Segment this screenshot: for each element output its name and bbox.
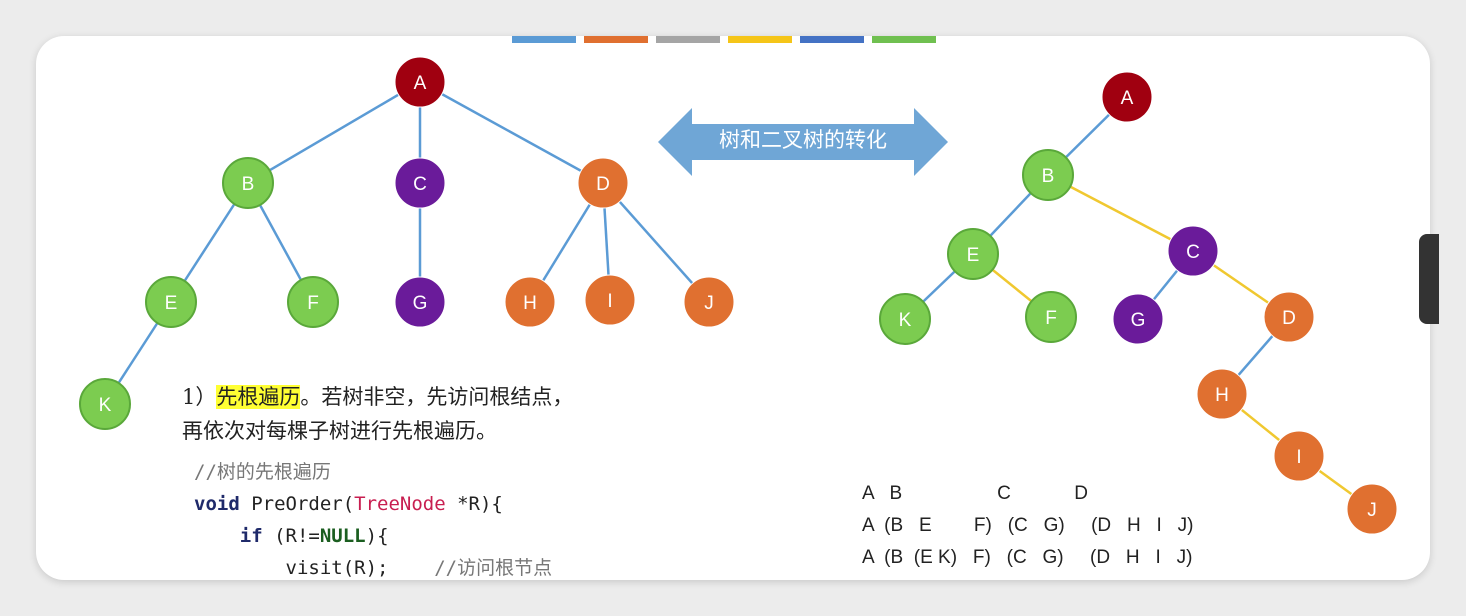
tree-node-label: F bbox=[307, 293, 319, 314]
tree-node bbox=[584, 274, 636, 326]
kw-if: if bbox=[239, 525, 263, 547]
color-bar-segment bbox=[584, 36, 648, 43]
visit-call: visit(R); bbox=[285, 557, 389, 579]
tree-node-label: K bbox=[99, 395, 112, 416]
item-number: 1） bbox=[182, 385, 217, 409]
sequence-lines: A B C D A (B E F) (C G) (D H I J) A (B (… bbox=[862, 478, 1193, 574]
binary-tree-node bbox=[1112, 293, 1164, 345]
binary-tree-node-label: A bbox=[1121, 88, 1134, 109]
binary-tree-node-label: D bbox=[1282, 308, 1296, 329]
tree-node-label: B bbox=[242, 174, 255, 195]
binary-tree-edge bbox=[1047, 173, 1194, 253]
code-comment-visit: //访问根节点 bbox=[434, 557, 553, 579]
highlight-preorder: 先根遍历 bbox=[216, 385, 301, 409]
tree-node-label: J bbox=[704, 293, 714, 314]
binary-tree-node-label: B bbox=[1042, 166, 1055, 187]
tree-edge bbox=[419, 80, 604, 185]
binary-tree-node-label: I bbox=[1296, 447, 1301, 468]
binary-tree-node bbox=[1273, 430, 1325, 482]
tree-node bbox=[394, 56, 446, 108]
tree-node-label: A bbox=[414, 73, 427, 94]
binary-tree-node-label: C bbox=[1186, 242, 1200, 263]
code-line-visit: visit(R); //访问根节点 bbox=[194, 552, 553, 584]
tree-node bbox=[394, 276, 446, 328]
type-name: TreeNode bbox=[354, 493, 446, 515]
binary-tree-node bbox=[1101, 71, 1153, 123]
tree-node-label: G bbox=[413, 293, 428, 314]
code-line-if: if (R!=NULL){ bbox=[194, 520, 552, 552]
params: *R){ bbox=[445, 493, 503, 515]
binary-tree-node-label: E bbox=[967, 245, 980, 266]
color-bar-segment bbox=[800, 36, 864, 43]
double-arrow-icon bbox=[658, 108, 948, 176]
cond-end: ){ bbox=[365, 525, 389, 547]
tree-edge bbox=[602, 182, 710, 303]
binary-tree-node bbox=[1167, 225, 1219, 277]
tree-node bbox=[222, 157, 274, 209]
color-bar-segment bbox=[872, 36, 936, 43]
tree-node bbox=[287, 276, 339, 328]
kw-void: void bbox=[194, 493, 240, 515]
binary-tree-node-label: G bbox=[1131, 310, 1146, 331]
desc-line1: 。若树非空，先访问根结点， bbox=[300, 385, 574, 409]
code-line-signature: void PreOrder(TreeNode *R){ bbox=[194, 488, 552, 520]
preorder-description: 1）先根遍历。若树非空，先访问根结点， 再依次对每棵子树进行先根遍历。 bbox=[182, 380, 573, 448]
color-bar-segment bbox=[656, 36, 720, 43]
fn-name: PreOrder( bbox=[239, 493, 355, 515]
binary-tree-node bbox=[947, 228, 999, 280]
sequence-line: A (B E F) (C G) (D H I J) bbox=[862, 515, 1194, 536]
binary-tree-node bbox=[879, 293, 931, 345]
tree-node-label: I bbox=[607, 291, 612, 312]
code-block: //树的先根遍历 void PreOrder(TreeNode *R){ if (… bbox=[194, 456, 552, 584]
tree-node-label: C bbox=[413, 174, 427, 195]
sequence-line: A B C D bbox=[862, 483, 1088, 504]
binary-tree-node-label: K bbox=[899, 310, 912, 331]
binary-tree-node bbox=[1196, 368, 1248, 420]
binary-tree-node-label: H bbox=[1215, 385, 1229, 406]
tree-node-label: H bbox=[523, 293, 537, 314]
binary-tree-node bbox=[1346, 483, 1398, 535]
tree-node bbox=[683, 276, 735, 328]
color-bar-segment bbox=[512, 36, 576, 43]
tree-edge bbox=[247, 80, 421, 185]
tree-node bbox=[79, 378, 131, 430]
tree-node-label: D bbox=[596, 174, 610, 195]
tree-node bbox=[145, 276, 197, 328]
kw-null: NULL bbox=[319, 525, 366, 547]
binary-tree-node-label: F bbox=[1045, 308, 1057, 329]
conversion-title: 树和二叉树的转化 bbox=[719, 128, 887, 152]
tree-node bbox=[577, 157, 629, 209]
cond: (R!= bbox=[262, 525, 320, 547]
tree-node bbox=[504, 276, 556, 328]
side-panel-handle[interactable] bbox=[1419, 234, 1439, 324]
binary-tree-node bbox=[1022, 149, 1074, 201]
desc-line2: 再依次对每棵子树进行先根遍历。 bbox=[182, 419, 497, 443]
color-bar-segment bbox=[728, 36, 792, 43]
code-comment: //树的先根遍历 bbox=[194, 461, 331, 483]
binary-tree-node bbox=[1025, 291, 1077, 343]
tree-node bbox=[394, 157, 446, 209]
binary-tree-node bbox=[1263, 291, 1315, 343]
tree-node-label: E bbox=[165, 293, 178, 314]
sequence-line: A (B (E K) F) (C G) (D H I J) bbox=[862, 547, 1193, 568]
binary-tree-node-label: J bbox=[1367, 500, 1377, 521]
